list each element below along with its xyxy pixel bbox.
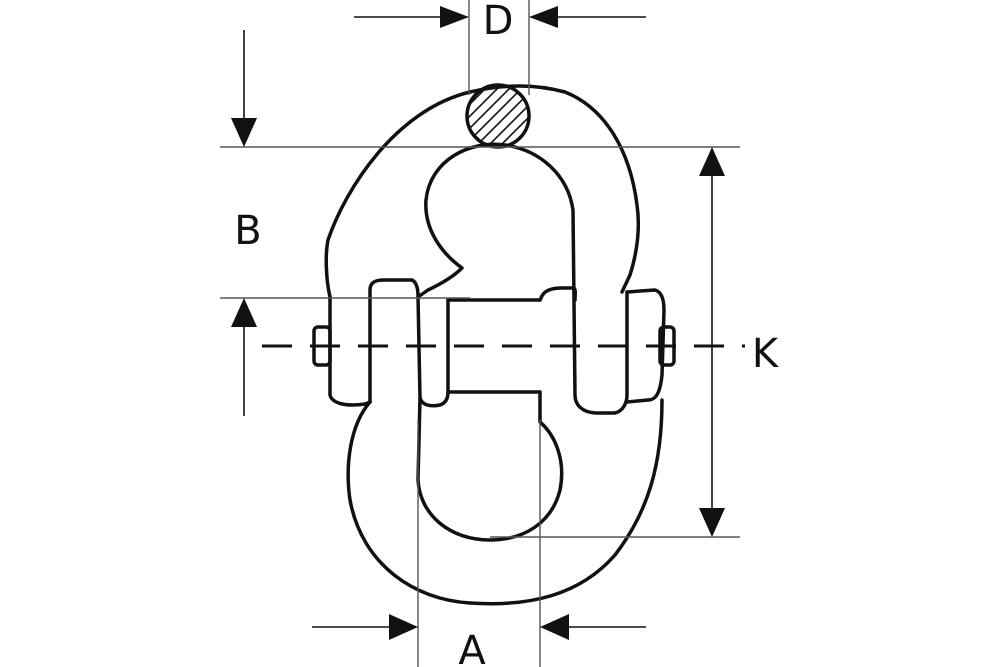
- lower-link-inner-contour: [416, 390, 564, 542]
- dimension-k: K: [490, 147, 780, 538]
- upper-link-left-prong: [328, 295, 372, 407]
- right-outer-plate: [625, 288, 666, 404]
- lower-link-outer-contour: [346, 398, 664, 606]
- upper-link-outer-contour: [324, 84, 641, 299]
- label-k: K: [752, 331, 780, 377]
- cross-section-hatching: [467, 85, 529, 147]
- b-arrow-top: [231, 118, 257, 147]
- b-arrow-bottom: [231, 298, 257, 327]
- dimension-d: D: [354, 0, 646, 95]
- k-arrow-bottom: [699, 508, 725, 537]
- label-d: D: [483, 0, 514, 44]
- lower-link-right-prong: [538, 286, 577, 302]
- label-b: B: [234, 208, 261, 254]
- k-arrow-top: [699, 147, 725, 176]
- bar-cross-section: [465, 83, 531, 149]
- lower-link: [346, 278, 664, 606]
- dimension-a: A: [312, 420, 646, 667]
- label-a: A: [458, 628, 486, 667]
- d-arrow-right: [529, 6, 558, 28]
- dimension-b: B: [220, 30, 740, 416]
- a-arrow-left: [389, 614, 418, 640]
- a-arrow-right: [540, 614, 569, 640]
- d-arrow-left: [440, 6, 469, 28]
- lower-link-left-prong: [368, 278, 450, 408]
- upper-link: [324, 84, 641, 415]
- pin-shaft: [446, 298, 542, 394]
